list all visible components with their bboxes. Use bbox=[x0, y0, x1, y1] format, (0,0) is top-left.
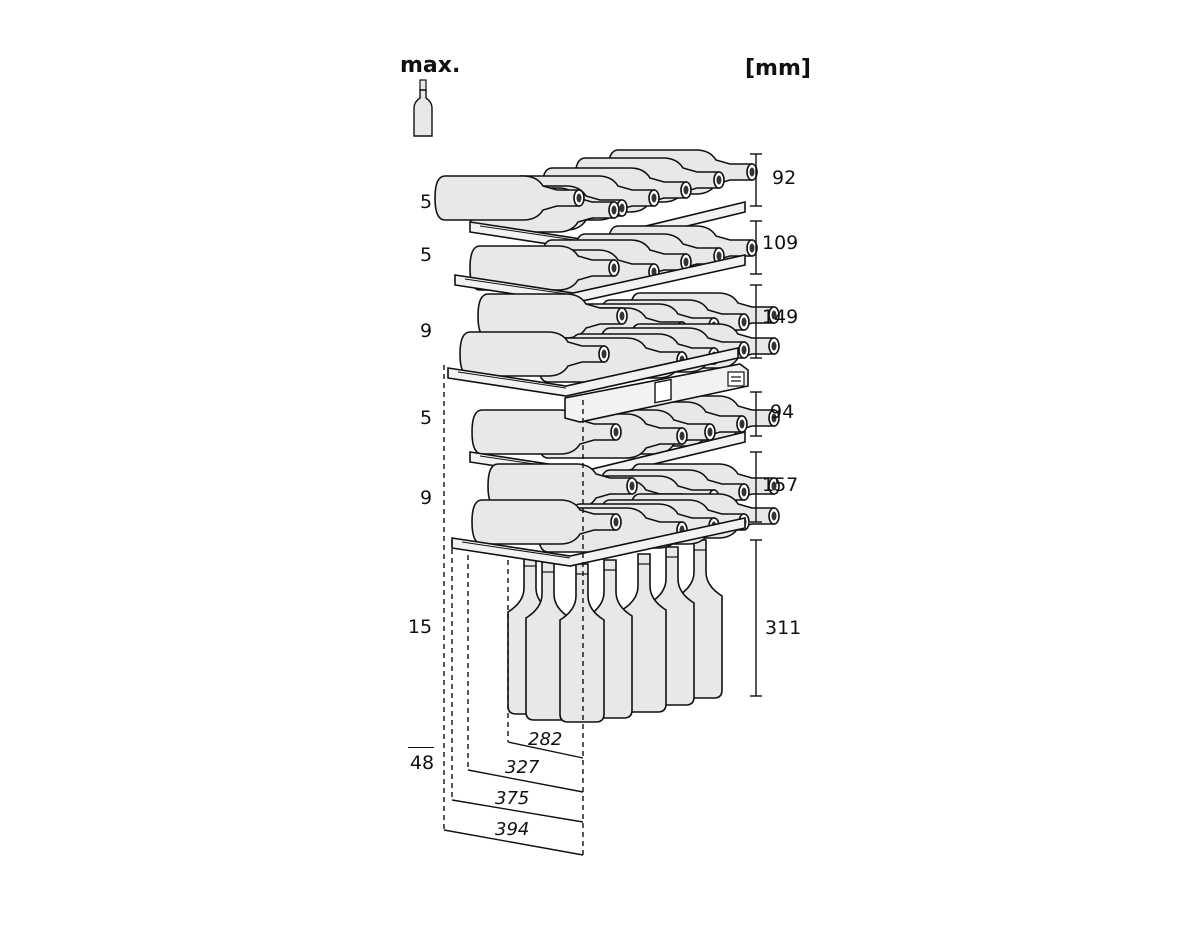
shelf-count-2: 5 bbox=[419, 244, 433, 266]
height-bracket-4 bbox=[750, 391, 762, 437]
shelf5-tray-frame bbox=[451, 517, 746, 567]
height-3: 149 bbox=[762, 306, 799, 328]
shelf-count-3: 9 bbox=[419, 320, 433, 342]
height-6: 311 bbox=[765, 617, 802, 639]
shelf5-tray-rail bbox=[461, 541, 571, 559]
dimension-lines bbox=[443, 153, 762, 858]
shelf-count-5: 9 bbox=[419, 487, 433, 509]
bottle-icon bbox=[413, 79, 433, 137]
shelves bbox=[434, 149, 780, 567]
shelf-count-6: 15 bbox=[407, 616, 433, 638]
height-bracket-6 bbox=[750, 539, 762, 697]
max-label: max. bbox=[400, 53, 461, 78]
shelf2-tray bbox=[454, 254, 746, 304]
height-bracket-5 bbox=[750, 451, 762, 523]
height-4: 94 bbox=[770, 401, 795, 423]
depth-line-2 bbox=[467, 769, 584, 793]
shelf-count-1: 5 bbox=[419, 191, 433, 213]
height-2: 109 bbox=[762, 232, 799, 254]
depth-2: 327 bbox=[505, 757, 540, 778]
height-bracket-2 bbox=[750, 220, 762, 275]
shelf5-tray bbox=[451, 517, 746, 567]
depth-4: 394 bbox=[495, 819, 530, 840]
height-bracket-3 bbox=[750, 284, 762, 359]
shelf2-tray-rail bbox=[464, 278, 574, 296]
total-divider bbox=[408, 747, 434, 748]
total-count: 48 bbox=[409, 752, 435, 774]
depth-1: 282 bbox=[528, 729, 563, 750]
shelf3-tray bbox=[447, 347, 739, 397]
shelf-count-4: 5 bbox=[419, 407, 433, 429]
presentation-drawer bbox=[564, 363, 749, 423]
shelf3-tray-frame bbox=[447, 347, 739, 397]
depth-line-1 bbox=[507, 741, 584, 759]
height-5: 157 bbox=[762, 474, 799, 496]
depth-3: 375 bbox=[495, 788, 530, 809]
height-bracket-1 bbox=[750, 153, 762, 207]
upright-bottles bbox=[507, 539, 723, 723]
depth-line-3 bbox=[451, 799, 584, 823]
shelf2-tray-frame bbox=[454, 254, 746, 304]
unit-label: [mm] bbox=[745, 56, 811, 81]
shelf3-tray-rail bbox=[457, 371, 567, 389]
height-1: 92 bbox=[772, 167, 797, 189]
depth-line-4 bbox=[443, 829, 584, 856]
